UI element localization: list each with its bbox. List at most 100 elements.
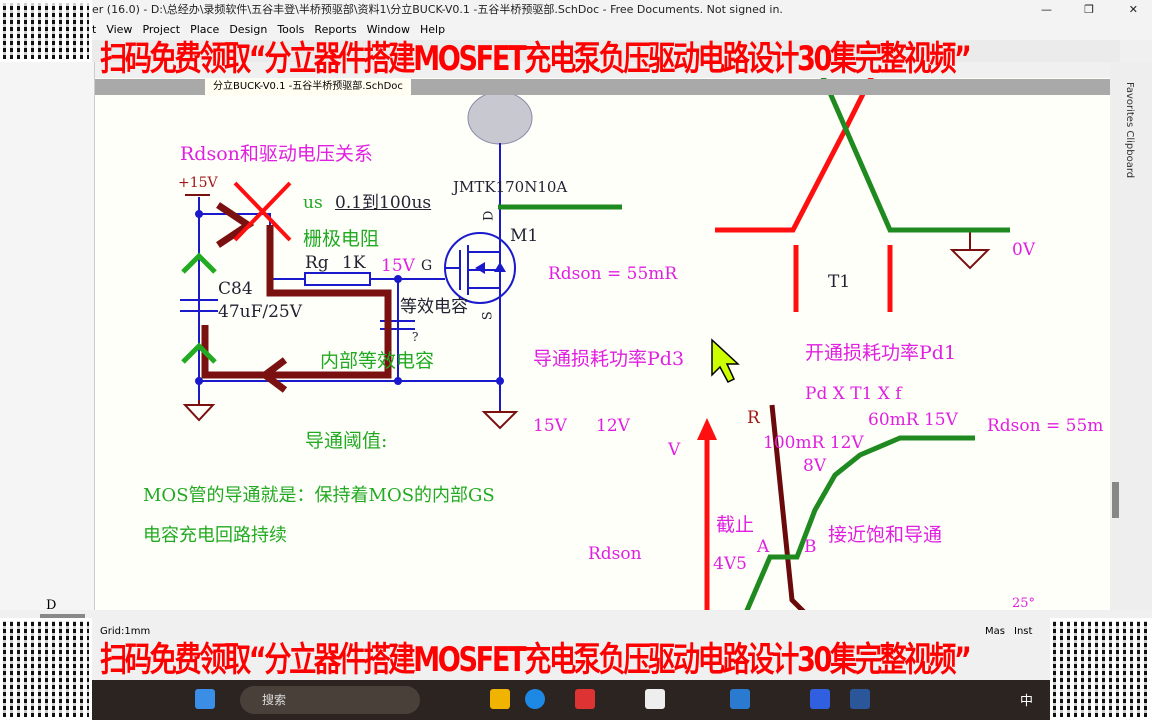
time-range: 0.1到100us [335, 193, 432, 213]
rdson-label: Rdson [588, 544, 642, 564]
browser-icon[interactable] [810, 689, 830, 709]
minimize-button[interactable]: — [1041, 3, 1052, 16]
mask-status: Mas [985, 626, 1005, 637]
pd3-label: 导通损耗功率Pd3 [533, 348, 685, 370]
menu-tools[interactable]: Tools [277, 23, 305, 36]
rdson-55m: Rdson = 55m [987, 416, 1104, 436]
menu-file[interactable]: t [92, 23, 97, 36]
file-explorer-icon[interactable] [490, 689, 510, 709]
tab-schdoc[interactable]: 分立BUCK-V0.1 -五谷半桥预驱部.SchDoc [205, 79, 411, 95]
promo-banner-bottom: 扫码免费领取“分立器件搭建MOSFET充电泵负压驱动电路设计30集完整视频” [100, 640, 972, 680]
window-title: er (16.0) - D:\总经办\录频软件\五谷丰登\半桥预驱部\资料1\分… [92, 3, 783, 16]
zero-volt-label: 0V [1012, 240, 1036, 260]
v15-label: 15V [533, 416, 567, 436]
ref-designator: M1 [510, 226, 539, 246]
gate-resistor [304, 272, 371, 286]
menu-project[interactable]: Project [142, 23, 181, 36]
charge-loop-path [201, 225, 392, 379]
horizontal-scrollbar[interactable] [40, 614, 85, 620]
vgs-curve [744, 435, 975, 610]
ime-indicator[interactable]: 中 [1020, 694, 1034, 709]
t1-label: T1 [828, 272, 851, 292]
inst-status: Inst [1014, 626, 1033, 637]
inner-cap-label: 内部等效电容 [320, 350, 435, 372]
vgs-rise-line [715, 78, 874, 233]
wires [180, 143, 516, 410]
v45-label: 4V5 [713, 554, 747, 574]
saturate-label: 接近饱和导通 [828, 524, 943, 546]
rg-value: 1K [342, 253, 366, 273]
qr-code-icon [0, 0, 92, 62]
document-tabs: 分立BUCK-V0.1 -五谷半桥预驱部.SchDoc [95, 79, 1110, 95]
menu-view[interactable]: View [106, 23, 133, 36]
grid-status: Grid:1mm [100, 626, 151, 637]
qr-code-icon [1050, 618, 1152, 720]
formula: Pd X T1 X f [805, 384, 902, 404]
v8-label: 8V [803, 456, 827, 476]
toolbar [0, 40, 1120, 62]
pd1-label: 开通损耗功率Pd1 [805, 342, 957, 364]
gate-pin: G [421, 258, 433, 274]
altium-icon[interactable] [730, 689, 750, 709]
us-label: us [303, 193, 323, 213]
note-line-2: 电容充电回路持续 [143, 525, 287, 546]
v12-label: 12V [596, 416, 630, 436]
mouse-cursor-icon [711, 338, 740, 383]
favorites-clipboard-tabs[interactable]: Favorites Clipboard [1124, 82, 1135, 179]
cutoff-label: 截止 [716, 514, 755, 536]
status-bar: Grid:1mm Mas Inst [0, 610, 1152, 680]
rdson-curve [769, 404, 806, 610]
ground-symbols [182, 232, 991, 430]
point-100mr: 100mR 12V [763, 433, 864, 453]
rdson-value: Rdson = 55mR [548, 264, 678, 284]
gate-res-label: 栅极电阻 [303, 228, 380, 250]
cross-mark-icon [233, 181, 292, 242]
word-icon[interactable] [850, 689, 870, 709]
app-icon[interactable] [575, 689, 595, 709]
app-icon[interactable] [645, 689, 665, 709]
menu-reports[interactable]: Reports [314, 23, 357, 36]
taskbar-search[interactable]: 搜索 [240, 686, 420, 714]
title-rdson: Rdson和驱动电压关系 [180, 143, 373, 165]
right-panel: Favorites Clipboard [1110, 62, 1152, 610]
c84-symbol [180, 299, 218, 312]
unknown-value: ? [412, 330, 419, 344]
part-number: JMTK170N10A [453, 178, 568, 196]
close-button[interactable]: ✕ [1128, 3, 1138, 16]
panel-label: D [46, 598, 57, 613]
note-line-1: MOS管的导通就是：保持着MOS的内部GS [143, 485, 495, 506]
point-b: B [804, 537, 817, 557]
projects-panel: D [0, 62, 95, 613]
maximize-button[interactable]: ❐ [1084, 3, 1094, 16]
chevron-up-icon [181, 252, 217, 364]
schematic-canvas[interactable]: Rdson和驱动电压关系 +15V us 0.1到100us 栅极电阻 Rg 1… [95, 78, 1110, 610]
drain-pin: D [481, 210, 497, 222]
cap-value: 47uF/25V [218, 302, 303, 322]
promo-banner-top: 扫码免费领取“分立器件搭建MOSFET充电泵负压驱动电路设计30集完整视频” [100, 39, 972, 79]
menu-window[interactable]: Window [366, 23, 410, 36]
eq-cap-label: 等效电容 [400, 297, 468, 317]
search-label: 搜索 [262, 693, 287, 707]
menu-bar: t View Project Place Design Tools Reports Windo… [0, 20, 1152, 40]
edge-icon[interactable] [525, 689, 545, 709]
cap-ref: C84 [218, 279, 253, 299]
start-icon[interactable] [195, 689, 215, 709]
point-60mr: 60mR 15V [868, 410, 958, 430]
menu-help[interactable]: Help [420, 23, 446, 36]
threshold-label: 导通阈值: [305, 430, 388, 452]
taskbar: 搜索 中 [0, 680, 1152, 720]
point-a: A [757, 537, 770, 557]
rg-label: Rg [305, 253, 329, 273]
title-bar: er (16.0) - D:\总经办\录频软件\五谷丰登\半桥预驱部\资料1\分… [0, 0, 1152, 20]
qr-code-icon [0, 618, 92, 720]
vertical-scrollbar[interactable] [1112, 482, 1119, 518]
t1-markers [793, 245, 893, 312]
menu-design[interactable]: Design [229, 23, 268, 36]
gate-voltage: 15V [381, 256, 415, 276]
schematic-drawing [180, 78, 1010, 610]
v-axis-label: V [668, 440, 681, 460]
fragment-label: 25° [1012, 596, 1036, 610]
source-pin: S [480, 311, 496, 321]
vcc-label: +15V [178, 175, 218, 191]
menu-place[interactable]: Place [190, 23, 220, 36]
